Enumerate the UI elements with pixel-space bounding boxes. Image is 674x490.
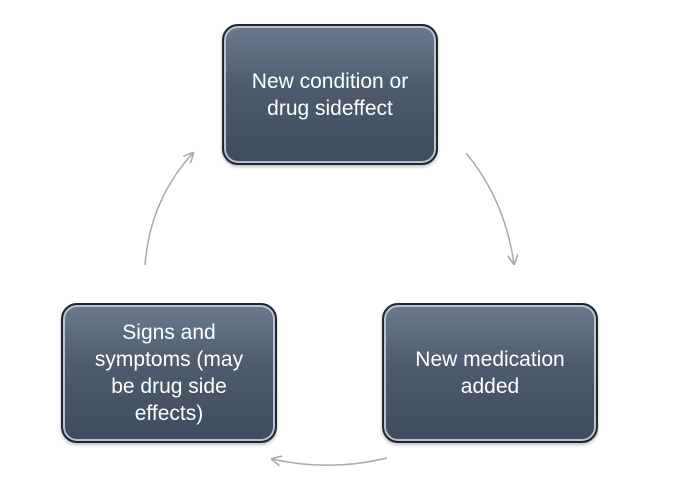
arrow-left-to-top [144,153,193,266]
node-new-condition-label: New condition or drug sideffect [251,69,409,120]
node-signs-symptoms: Signs and symptoms (may be drug side eff… [61,303,277,443]
node-new-medication-label: New medication added [415,348,565,398]
arrow-right-to-left [272,458,388,465]
arrow-top-to-right [465,152,514,264]
node-new-condition: New condition or drug sideffect [222,24,438,165]
node-signs-symptoms-label: Signs and symptoms (may be drug side eff… [94,321,244,425]
node-new-medication: New medication added [382,303,598,443]
